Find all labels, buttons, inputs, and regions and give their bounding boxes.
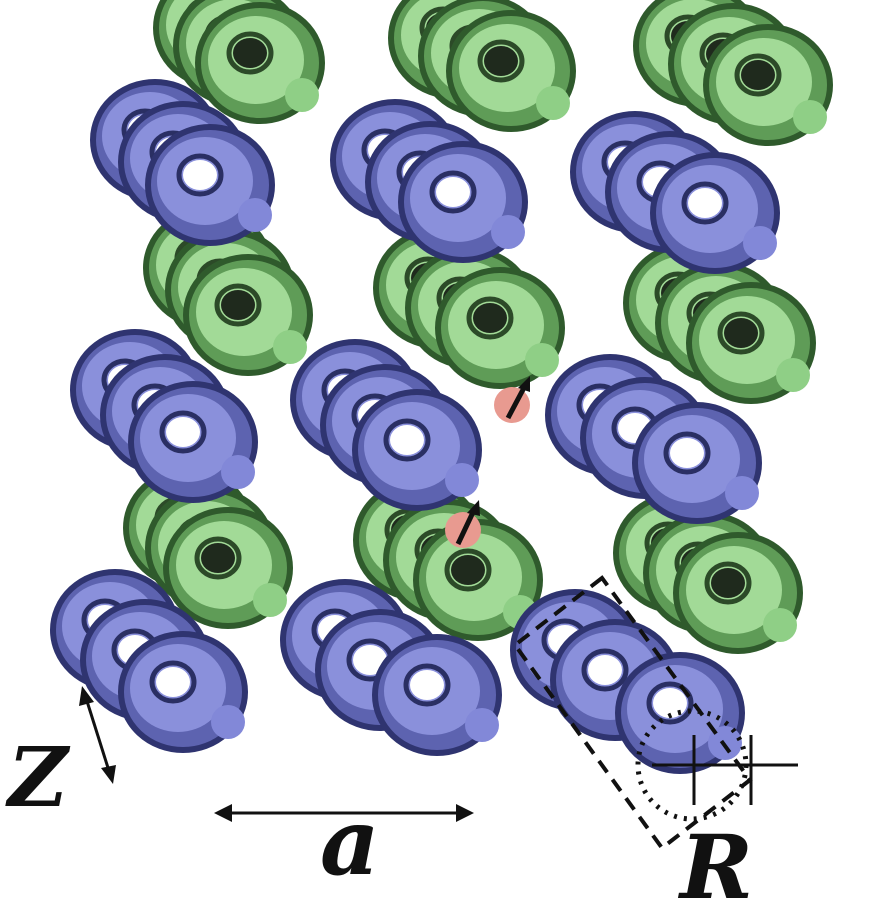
defect-marker (494, 376, 530, 423)
radius-label: R (677, 815, 753, 908)
radius-measure (652, 735, 798, 805)
z-axis-arrow (79, 686, 116, 784)
lattice-spacing-label: a (320, 788, 380, 896)
green-helix-group (126, 0, 830, 651)
z-axis-label: Z (5, 730, 71, 826)
lattice-spacing-arrow (214, 804, 474, 822)
defect-marker (445, 500, 481, 548)
